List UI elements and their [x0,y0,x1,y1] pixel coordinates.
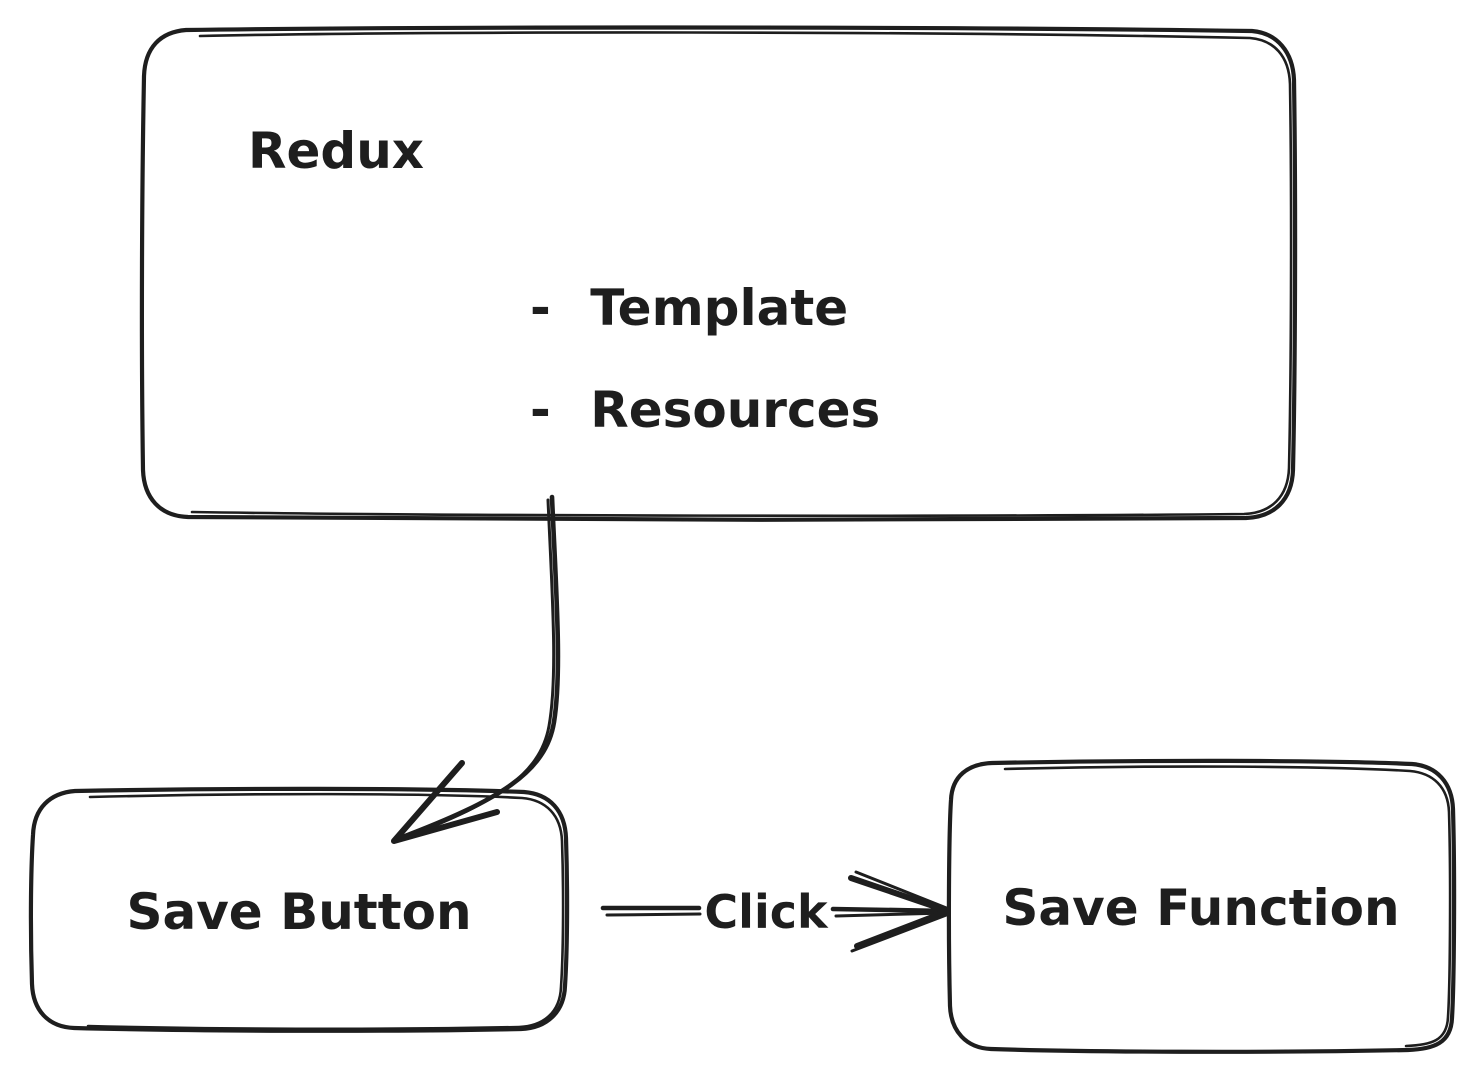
node-save-function[interactable]: Save Function [946,758,1457,1054]
edge-click-arrowhead [848,875,951,949]
edge-click-line-right-secondary [834,911,948,918]
redux-group-container[interactable] [139,25,1298,522]
list-item-bullet: - [530,381,551,439]
list-item-bullet: - [530,279,551,337]
edge-click-line-right [830,906,950,914]
list-item: - Resources [530,381,880,439]
edge-click-arrowhead-secondary [850,870,951,953]
redux-group-border [139,25,1298,522]
edge-redux-to-save-button-line [397,494,561,841]
node-save-function-border-secondary [1003,765,1452,1048]
node-save-function-label: Save Function [1002,879,1399,937]
node-save-button-border [28,786,570,1033]
list-item-label: Resources [590,381,880,439]
edge-redux-to-save-button-arrowhead [391,760,500,844]
node-save-function-border [946,758,1457,1054]
edge-redux-to-save-button-line-secondary [394,498,556,843]
edge-click-label: Click [704,885,829,939]
node-save-button[interactable]: Save Button [28,786,570,1033]
redux-group-list: - Template - Resources [530,279,880,439]
list-item: - Template [530,279,848,337]
node-save-button-label: Save Button [126,883,471,941]
list-item-label: Template [590,279,848,337]
edge-click-line-left-secondary [605,912,702,917]
edge-save-button-to-save-function[interactable]: Click [600,870,951,953]
redux-group-title: Redux [248,122,424,180]
edge-redux-to-save-button[interactable] [391,494,561,844]
redux-group-border-secondary [190,31,1293,518]
node-save-button-border-secondary [86,792,565,1031]
